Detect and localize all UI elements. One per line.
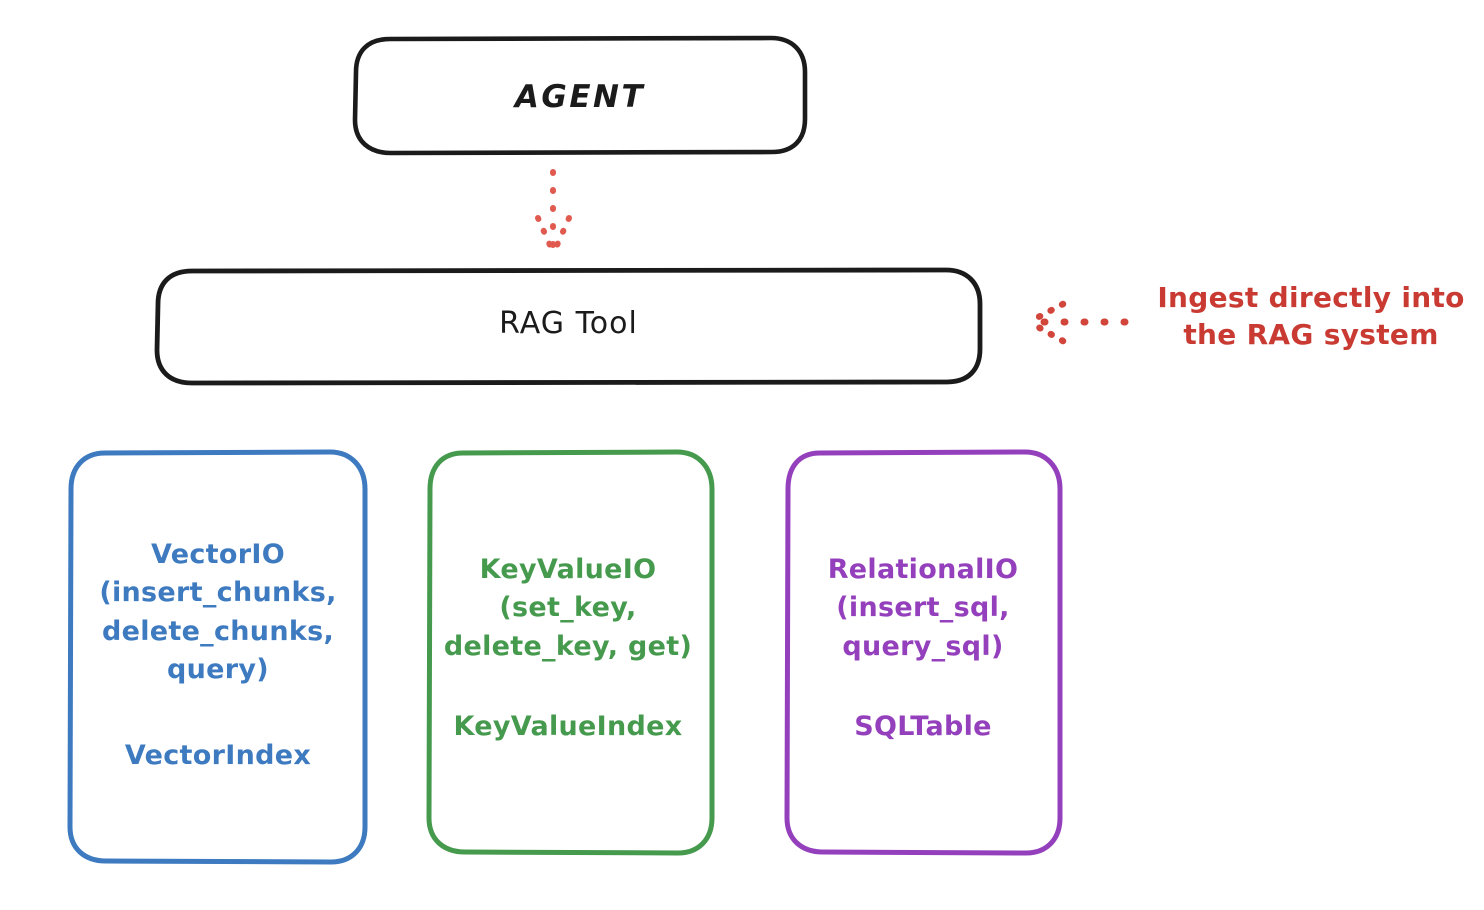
vector-io-node[interactable]: [67, 449, 368, 865]
rag-tool-box-outline: [154, 267, 983, 386]
vector-index-label: VectorIndex: [124, 740, 312, 771]
rag-tool-label: RAG Tool: [499, 306, 638, 341]
note-to-rag-connector: [1027, 300, 1129, 345]
connector-arrowhead-right: [551, 215, 572, 255]
vector-io-api-label: VectorIO (insert_chunks, delete_chunks, …: [99, 539, 337, 685]
relational-io-box-outline: [784, 449, 1063, 856]
connector-arrowhead-left: [535, 215, 556, 255]
ingest-annotation-text: Ingest directly into the RAG system: [1157, 281, 1465, 351]
agent-label: AGENT: [514, 79, 646, 115]
relational-io-api-label: RelationalIO (insert_sql, query_sql): [827, 554, 1019, 662]
sql-table-label: SQLTable: [854, 711, 992, 742]
agent-node[interactable]: [352, 35, 808, 156]
vector-io-box-outline: [67, 449, 368, 865]
note-arrowhead-bottom: [1027, 319, 1067, 345]
keyvalue-io-node[interactable]: [426, 449, 715, 856]
keyvalue-io-box-outline: [426, 449, 715, 856]
note-arrowhead-top: [1027, 300, 1067, 325]
relational-io-node[interactable]: [784, 449, 1063, 856]
agent-to-rag-connector: [535, 169, 572, 255]
keyvalue-index-label: KeyValueIndex: [453, 711, 683, 742]
agent-box-outline: [352, 35, 808, 156]
keyvalue-io-api-label: KeyValueIO (set_key, delete_key, get): [443, 554, 693, 662]
rag-tool-node[interactable]: [154, 267, 983, 386]
